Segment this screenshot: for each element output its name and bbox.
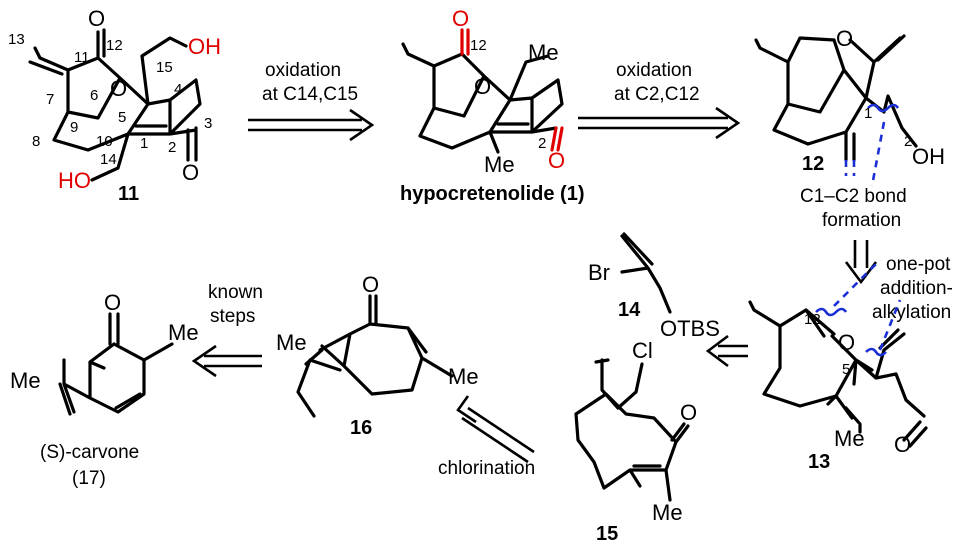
ketone2-oxygen: O: [182, 160, 199, 185]
ketone12-oxygen: O: [452, 6, 469, 31]
locant: 7: [46, 91, 54, 108]
arrow-label-line2: steps: [210, 306, 255, 327]
retro-arrow-3: [844, 240, 878, 285]
locant-2: 2: [904, 133, 912, 150]
ring-oxygen: O: [110, 76, 127, 101]
methyl-top: Me: [528, 40, 559, 65]
bromine: Br: [588, 260, 610, 285]
compound-number: 11: [118, 183, 139, 205]
retro-arrow-4: [705, 334, 748, 368]
retro-arrow-6: known steps: [191, 282, 263, 378]
compound-13: O O Me 12 5 13: [748, 259, 928, 473]
locant: 10: [96, 133, 113, 150]
ketone-oxygen: O: [680, 400, 697, 425]
methyl-left: Me: [276, 330, 307, 355]
arrow-label-line1: oxidation: [616, 60, 692, 81]
methyl: Me: [834, 426, 865, 451]
arrow-label-line1: known: [208, 282, 263, 303]
locant: 1: [140, 135, 148, 152]
retro-arrow-2: oxidation at C2,C12: [578, 60, 741, 140]
methyl-left: Me: [10, 368, 41, 393]
methyl-right: Me: [448, 364, 479, 389]
hydroxyl-15: OH: [188, 34, 221, 59]
locant: 9: [70, 119, 78, 136]
locant-5: 5: [842, 361, 850, 378]
chlorine: Cl: [632, 338, 653, 363]
arrow-label: chlorination: [438, 458, 535, 479]
arrow-label-line1: one-pot: [886, 254, 951, 275]
locant: 11: [74, 49, 90, 66]
locant: 6: [90, 87, 98, 104]
ring-oxygen: O: [474, 74, 491, 99]
locant: 13: [8, 31, 25, 48]
retro-arrow-5: chlorination: [438, 395, 535, 479]
compound-number: (17): [72, 468, 106, 489]
locant: 8: [32, 133, 40, 150]
arrow-label-line1: oxidation: [265, 60, 341, 81]
compound-16: O Me Me 16: [276, 272, 479, 439]
locant-1: 1: [864, 105, 872, 122]
hydroxyl: OH: [912, 144, 945, 169]
locant: 3: [204, 115, 212, 132]
aldehyde-oxygen: O: [894, 432, 911, 457]
compound-name: hypocretenolide (1): [400, 183, 584, 205]
disconnection-label-line1: C1–C2 bond: [800, 186, 907, 207]
arrow-label-line2: addition-: [880, 278, 953, 299]
locant: 14: [100, 151, 117, 168]
compound-number: 13: [808, 451, 830, 473]
compound-number: 16: [350, 417, 372, 439]
methyl-bottom: Me: [484, 152, 515, 177]
locant-2: 2: [538, 135, 546, 152]
hydroxyl-14: HO: [58, 168, 91, 193]
compound-14: Br OTBS 14: [588, 232, 720, 341]
ketone-oxygen: O: [104, 290, 121, 315]
arrow-label-line2: at C2,C12: [614, 84, 700, 105]
compound-11: O O OH HO O 13 12 11 15 7 6 5 4 3 8 9 10…: [8, 6, 221, 205]
locant: 4: [174, 81, 182, 98]
retro-arrow-1: oxidation at C14,C15: [248, 60, 375, 142]
ketone-oxygen: O: [362, 272, 379, 297]
locant-12: 12: [470, 37, 487, 54]
compound-17: O Me Me (S)-carvone (17): [10, 290, 199, 489]
locant-12: 12: [804, 311, 821, 328]
compound-12: O OH 1 2 12 C1–C2 bond formation: [754, 26, 945, 231]
locant: 12: [106, 37, 123, 54]
ring-oxygen: O: [836, 26, 853, 51]
otbs-group: OTBS: [660, 316, 720, 341]
compound-15: Cl O Me 15: [574, 338, 697, 545]
compound-1: O O O Me Me 12 2 hypocretenolide (1): [400, 6, 584, 205]
methyl: Me: [652, 500, 683, 525]
compound-name: (S)-carvone: [40, 442, 139, 463]
locant: 15: [156, 59, 173, 76]
compound-number: 12: [802, 153, 824, 175]
ketone12-oxygen: O: [88, 6, 105, 31]
arrow-label-line2: at C14,C15: [262, 84, 358, 105]
compound-number: 14: [618, 299, 641, 321]
compound-number: 15: [596, 523, 618, 545]
methyl-top: Me: [168, 320, 199, 345]
arrow-label-line3: alkylation: [872, 302, 951, 323]
ring-oxygen: O: [838, 330, 855, 355]
disconnection-label-line2: formation: [822, 210, 901, 231]
locant: 2: [168, 139, 176, 156]
ketone2-oxygen: O: [548, 148, 565, 173]
locant: 5: [118, 109, 126, 126]
